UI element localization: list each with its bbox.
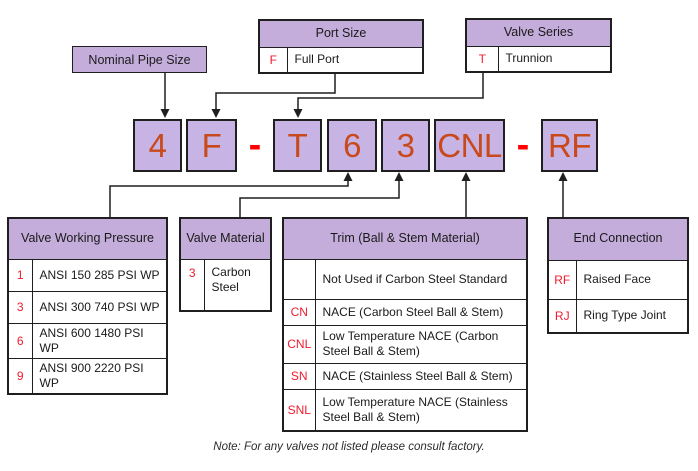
table-row: 6 ANSI 600 1480 PSI WP <box>7 322 168 359</box>
code-segment-pipe-size: 4 <box>133 119 182 172</box>
end-connection-code: RJ <box>547 298 577 334</box>
port-size-code: F <box>258 46 288 74</box>
trim-label: Not Used if Carbon Steel Standard <box>314 258 528 300</box>
code-segment-text: 6 <box>343 126 361 164</box>
code-segment-text: 3 <box>396 126 415 164</box>
trim-label: Low Temperature NACE (Stainless Steel Ba… <box>314 388 528 432</box>
table-row: CN NACE (Carbon Steel Ball & Stem) <box>282 298 528 326</box>
trim-code: CNL <box>282 324 316 364</box>
table-row: RF Raised Face <box>547 259 689 300</box>
table-row: 9 ANSI 900 2220 PSI WP <box>7 357 168 394</box>
table-row: T Trunnion <box>465 45 612 73</box>
valve-series-label: Trunnion <box>497 45 612 73</box>
material-code: 3 <box>179 258 205 312</box>
table-row: RJ Ring Type Joint <box>547 298 689 334</box>
trim-code <box>282 258 316 300</box>
end-connection-label: Raised Face <box>575 259 689 300</box>
code-segment-text: T <box>287 126 308 164</box>
code-segment-pressure: 6 <box>327 119 377 172</box>
code-segment-material: 3 <box>381 119 430 172</box>
code-dash-text: - <box>516 124 530 166</box>
code-segment-text: F <box>201 126 222 164</box>
trim-code: SNL <box>282 388 316 432</box>
table-row: 3 ANSI 300 740 PSI WP <box>7 290 168 324</box>
footnote: Note: For any valves not listed please c… <box>213 441 485 453</box>
trim-header: Trim (Ball & Stem Material) <box>282 217 528 260</box>
pressure-label: ANSI 300 740 PSI WP <box>31 290 168 324</box>
valve-series-code: T <box>465 45 499 73</box>
code-segment-series: T <box>273 119 322 172</box>
pressure-code: 9 <box>7 357 33 394</box>
table-row: CNL Low Temperature NACE (Carbon Steel B… <box>282 324 528 364</box>
code-segment-text: 4 <box>148 126 167 164</box>
end-connection-code: RF <box>547 259 577 300</box>
end-connection-label: Ring Type Joint <box>575 298 689 334</box>
code-segment-text: CNL <box>437 126 502 164</box>
pressure-code: 1 <box>7 258 33 292</box>
pressure-code: 6 <box>7 322 33 359</box>
trim-label: NACE (Stainless Steel Ball & Stem) <box>314 362 528 390</box>
code-dash: - <box>241 119 269 172</box>
code-dash-text: - <box>248 124 262 166</box>
end-connection-header: End Connection <box>547 217 689 261</box>
table-row: Not Used if Carbon Steel Standard <box>282 258 528 300</box>
end-connection-table: End Connection RF Raised Face RJ Ring Ty… <box>547 217 689 334</box>
trim-code: CN <box>282 298 316 326</box>
code-dash: - <box>509 119 537 172</box>
table-row: SNL Low Temperature NACE (Stainless Stee… <box>282 388 528 432</box>
code-segment-text: RF <box>548 126 592 164</box>
table-row: 3 Carbon Steel <box>179 258 272 312</box>
valve-working-pressure-header: Valve Working Pressure <box>7 217 168 260</box>
valve-material-table: Valve Material 3 Carbon Steel <box>179 217 272 312</box>
trim-label: NACE (Carbon Steel Ball & Stem) <box>314 298 528 326</box>
code-segment-port: F <box>186 119 237 172</box>
pressure-label: ANSI 600 1480 PSI WP <box>31 322 168 359</box>
code-segment-end-connection: RF <box>541 119 598 172</box>
port-size-table: Port Size F Full Port <box>258 19 424 74</box>
valve-working-pressure-table: Valve Working Pressure 1 ANSI 150 285 PS… <box>7 217 168 395</box>
pressure-label: ANSI 900 2220 PSI WP <box>31 357 168 394</box>
trim-table: Trim (Ball & Stem Material) Not Used if … <box>282 217 528 432</box>
nominal-pipe-size-box: Nominal Pipe Size <box>72 46 207 73</box>
pressure-code: 3 <box>7 290 33 324</box>
nominal-pipe-size-title: Nominal Pipe Size <box>88 52 191 67</box>
pressure-label: ANSI 150 285 PSI WP <box>31 258 168 292</box>
table-row: SN NACE (Stainless Steel Ball & Stem) <box>282 362 528 390</box>
valve-series-header: Valve Series <box>465 18 612 47</box>
valve-material-header: Valve Material <box>179 217 272 260</box>
table-row: 1 ANSI 150 285 PSI WP <box>7 258 168 292</box>
port-size-header: Port Size <box>258 19 424 48</box>
trim-code: SN <box>282 362 316 390</box>
port-size-label: Full Port <box>286 46 424 74</box>
table-row: F Full Port <box>258 46 424 74</box>
valve-series-table: Valve Series T Trunnion <box>465 18 612 73</box>
material-label: Carbon Steel <box>203 258 272 312</box>
trim-label: Low Temperature NACE (Carbon Steel Ball … <box>314 324 528 364</box>
code-segment-trim: CNL <box>434 119 505 172</box>
